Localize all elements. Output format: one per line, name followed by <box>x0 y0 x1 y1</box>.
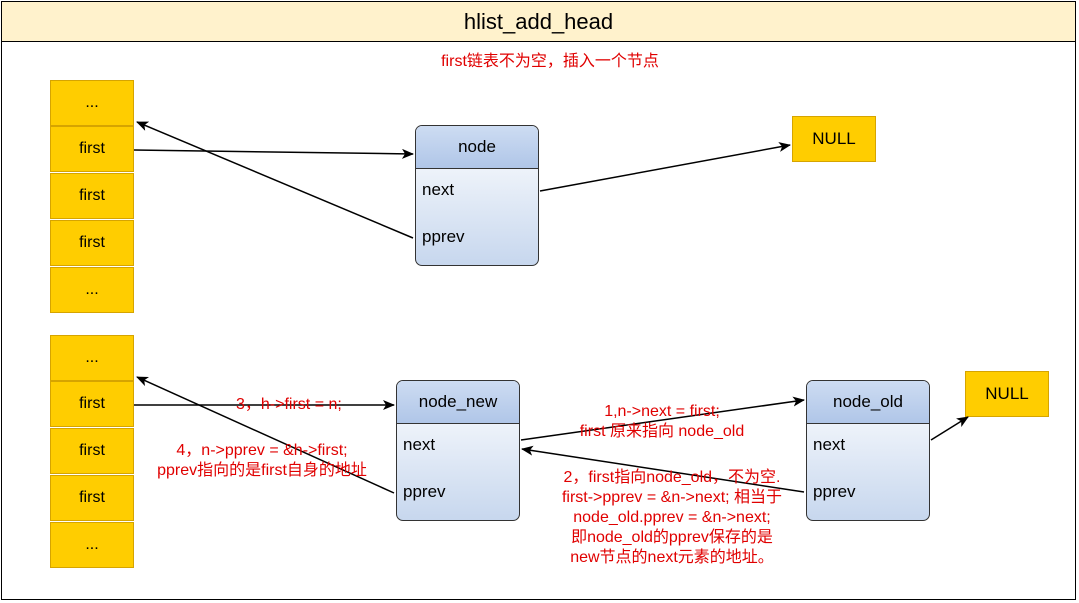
top-array-cell-4: ... <box>50 267 134 313</box>
top-node-pprev-field: pprev <box>422 227 465 246</box>
top-null-box: NULL <box>792 116 876 162</box>
diagram-title: hlist_add_head <box>2 2 1075 42</box>
top-array-cell-3: first <box>50 220 134 266</box>
top-array-cell-2: first <box>50 173 134 219</box>
step4-line-2: pprev指向的是first自身的地址 <box>157 462 367 479</box>
step1-label: 1,n->next = first; first 原来指向 node_old <box>532 402 792 442</box>
node-new-title: node_new <box>397 381 519 424</box>
step3-label: 3，h->first = n; <box>236 396 342 413</box>
step2-line-3: node_old.pprev = &n->next; <box>573 509 771 526</box>
node-old-pprev-field: pprev <box>813 482 856 501</box>
bottom-null-box: NULL <box>965 371 1049 417</box>
top-node-title: node <box>416 126 538 169</box>
step2-label: 2，first指向node_old，不为空. first->pprev = &n… <box>522 468 822 568</box>
step1-line-1: 1,n->next = first; <box>604 403 720 420</box>
arrow-node-old-pprev-to-node-new-next <box>521 445 805 493</box>
top-node: node next pprev <box>415 125 539 266</box>
arrow-node-new-pprev-to-first <box>136 376 395 494</box>
node-new-pprev-field: pprev <box>403 482 446 501</box>
bottom-array-cell-2: first <box>50 428 134 474</box>
bottom-array-cell-3: first <box>50 475 134 521</box>
step2-line-5: new节点的next元素的地址。 <box>570 549 774 566</box>
step2-line-1: 2，first指向node_old，不为空. <box>563 469 781 486</box>
node-new: node_new next pprev <box>396 380 520 521</box>
top-caption: first链表不为空，插入一个节点 <box>441 53 659 70</box>
arrow-node-next-to-null <box>539 142 791 192</box>
top-array-cell-0: ... <box>50 80 134 126</box>
step4-line-1: 4，n->pprev = &h->first; <box>176 442 348 459</box>
arrow-node-new-next-to-node-old <box>520 396 805 441</box>
node-new-next-field: next <box>403 435 436 454</box>
step4-label: 4，n->pprev = &h->first; pprev指向的是first自身… <box>130 441 394 481</box>
arrow-first-to-node <box>133 148 414 159</box>
node-old-next-field: next <box>813 435 846 454</box>
step1-line-2: first 原来指向 node_old <box>579 423 745 440</box>
bottom-array-cell-1: first <box>50 381 134 427</box>
arrow-node-old-next-to-null <box>930 416 969 441</box>
arrow-node-pprev-to-first <box>136 121 414 239</box>
bottom-array-cell-0: ... <box>50 335 134 381</box>
top-array-cell-1: first <box>50 126 134 172</box>
step2-line-4: 即node_old的pprev保存的是 <box>571 529 773 546</box>
node-old: node_old next pprev <box>806 380 930 521</box>
top-node-next-field: next <box>422 180 455 199</box>
step2-line-2: first->pprev = &n->next; 相当于 <box>561 489 783 506</box>
bottom-array-cell-4: ... <box>50 522 134 568</box>
node-old-title: node_old <box>807 381 929 424</box>
